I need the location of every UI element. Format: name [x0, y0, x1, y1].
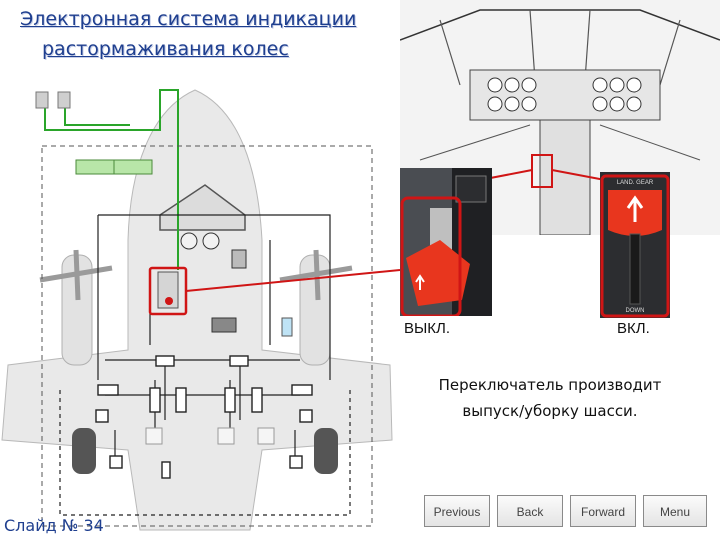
right-main-wheel [314, 428, 338, 474]
state-on-label: ВКЛ. [617, 320, 650, 337]
caption-line2: выпуск/уборку шасси. [462, 402, 638, 420]
slide-title: Электронная система индикации растормажи… [20, 4, 400, 64]
callout-line [185, 269, 400, 292]
slide-title-line2: растормаживания колес [42, 38, 289, 60]
hydraulic-units [95, 355, 313, 479]
sensor-wires [44, 89, 179, 270]
relay-box-right [113, 159, 153, 175]
wheel-brake-scheme [1, 89, 400, 531]
lever-on-photo: LAND. GEAR DOWN [600, 172, 670, 318]
brake-unit-2 [217, 427, 235, 445]
slide-number: Слайд № 34 [4, 516, 104, 535]
left-main-wheel [72, 428, 96, 474]
cockpit-window [159, 184, 246, 231]
sensor-left [35, 91, 49, 109]
description-caption: Переключатель производит выпуск/уборку ш… [410, 372, 690, 424]
right-propeller [279, 249, 353, 301]
back-button[interactable]: Back [497, 495, 563, 527]
state-off-label: ВЫКЛ. [404, 320, 451, 337]
brake-unit-3 [257, 427, 275, 445]
valve-block [231, 249, 247, 269]
slide-title-line1: Электронная система индикации [20, 8, 357, 30]
hydraulic-tank [211, 317, 237, 333]
gear-switch-body [157, 271, 179, 309]
previous-button[interactable]: Previous [424, 495, 490, 527]
menu-button[interactable]: Menu [643, 495, 707, 527]
gauge-right [202, 232, 220, 250]
forward-button[interactable]: Forward [570, 495, 636, 527]
lever-label-top: LAND. GEAR [617, 180, 654, 186]
relay-box-left [75, 159, 117, 175]
sensor-right [57, 91, 71, 109]
caption-line1: Переключатель производит [438, 376, 662, 394]
gauge-left [180, 232, 198, 250]
reservoir [281, 317, 293, 337]
lever-off-photo [400, 168, 492, 316]
system-boundary [41, 145, 373, 527]
gear-switch-button [165, 297, 173, 305]
left-propeller [39, 249, 113, 301]
lever-label-bottom: DOWN [626, 308, 645, 314]
brake-unit-1 [145, 427, 163, 445]
